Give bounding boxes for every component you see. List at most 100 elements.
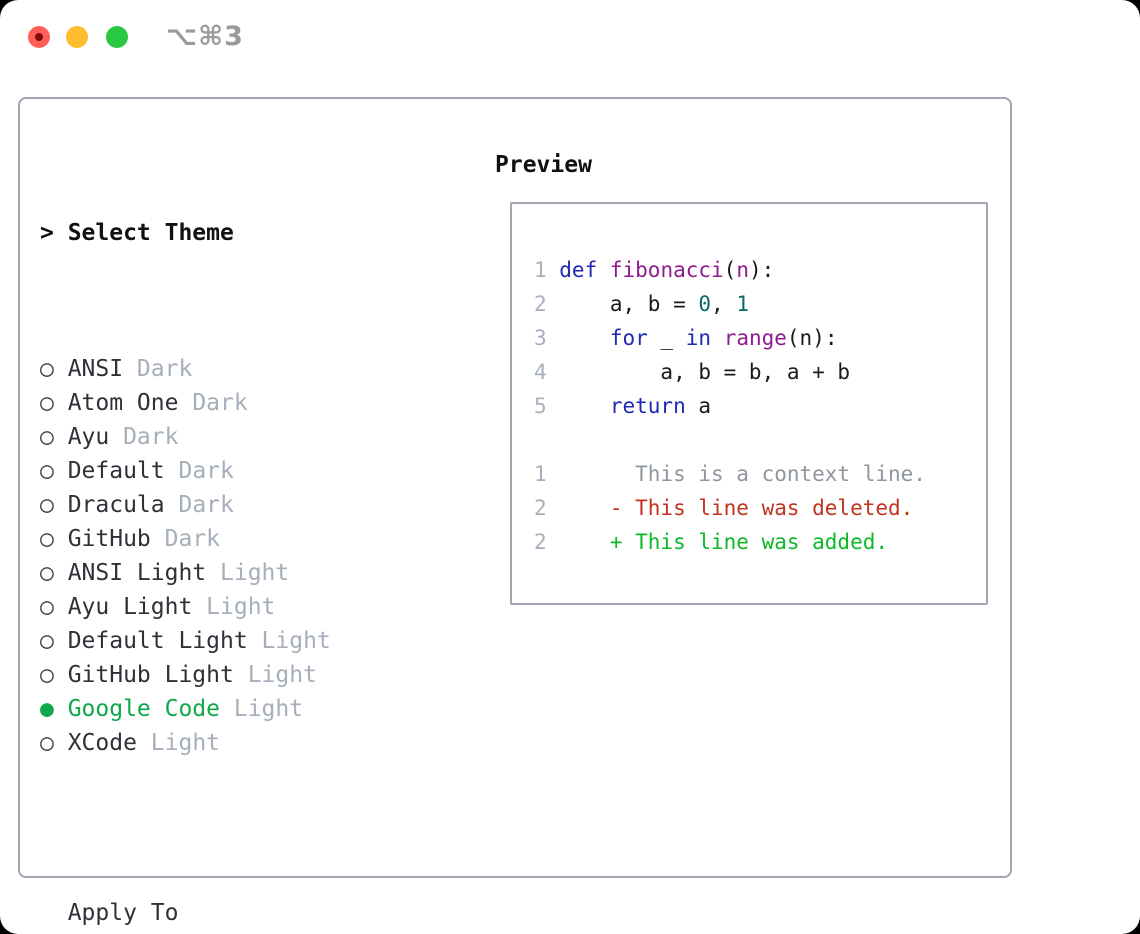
theme-item-label: GitHub: [67, 526, 151, 552]
close-button-icon[interactable]: [28, 26, 50, 48]
theme-variant-label: Light: [206, 594, 276, 620]
theme-item-label: XCode: [67, 730, 137, 756]
radio-icon: ○: [40, 356, 54, 382]
line-number: 3: [534, 326, 547, 350]
line-number: 2: [534, 292, 547, 316]
theme-variant-label: Dark: [192, 390, 248, 416]
select-theme-title: Select Theme: [67, 220, 234, 246]
apply-to-header: Apply To: [40, 896, 428, 930]
theme-variant-label: Light: [247, 662, 317, 688]
code-line: 3 for _ in range(n):: [534, 321, 986, 355]
theme-variant-label: Dark: [178, 458, 234, 484]
code-token: return: [609, 394, 686, 418]
theme-item-label: Dracula: [67, 492, 165, 518]
theme-item-label: Google Code: [67, 696, 221, 722]
radio-icon: ○: [40, 526, 54, 552]
theme-item-default-light[interactable]: ○ Default Light Light: [40, 624, 428, 658]
theme-item-ayu[interactable]: ○ Ayu Dark: [40, 420, 428, 454]
radio-icon: ○: [40, 458, 54, 484]
theme-item-ansi-light[interactable]: ○ ANSI Light Light: [40, 556, 428, 590]
theme-item-github[interactable]: ○ GitHub Dark: [40, 522, 428, 556]
code-line: 5 return a: [534, 389, 986, 423]
minimize-button-icon[interactable]: [66, 26, 88, 48]
theme-variant-label: Light: [261, 628, 331, 654]
code-token: (n):: [786, 326, 838, 350]
code-token: [597, 258, 610, 282]
apply-to-title: Apply To: [67, 900, 179, 926]
code-line: 2 a, b = 0, 1: [534, 287, 986, 321]
theme-item-xcode[interactable]: ○ XCode Light: [40, 726, 428, 760]
radio-icon: ○: [40, 390, 54, 416]
theme-item-label: ANSI: [67, 356, 124, 382]
radio-icon: ○: [40, 730, 54, 756]
window-titlebar: ⌥⌘3: [0, 0, 1140, 70]
code-token: ):: [748, 258, 775, 282]
radio-icon: ○: [40, 424, 54, 450]
code-token: ,: [711, 292, 737, 316]
zoom-button-icon[interactable]: [106, 26, 128, 48]
theme-variant-label: Dark: [178, 492, 234, 518]
code-token: [559, 326, 610, 350]
radio-icon: ○: [40, 492, 54, 518]
theme-variant-label: Light: [150, 730, 221, 756]
code-token: a: [685, 394, 712, 418]
code-token: 0: [698, 292, 712, 316]
code-token: (: [723, 258, 737, 282]
theme-item-label: Default Light: [67, 628, 248, 654]
preview-label: Preview: [495, 152, 592, 178]
code-line: 4 a, b = b, a + b: [534, 355, 986, 389]
code-token: def: [559, 258, 598, 282]
theme-item-label: Default: [67, 458, 165, 484]
line-number: 2: [534, 530, 547, 554]
theme-item-ansi[interactable]: ○ ANSI Dark: [40, 352, 428, 386]
window-title: ⌥⌘3: [166, 21, 244, 52]
theme-variant-label: Dark: [164, 526, 221, 552]
code-token: 1: [736, 292, 749, 316]
theme-item-dracula[interactable]: ○ Dracula Dark: [40, 488, 428, 522]
radio-icon: ○: [40, 560, 54, 586]
theme-item-label: Atom One: [67, 390, 179, 416]
line-number: 4: [534, 360, 547, 384]
code-token: in: [685, 326, 712, 350]
radio-icon: ○: [40, 628, 54, 654]
apply-to-indent: [40, 896, 68, 930]
code-token: [559, 394, 610, 418]
theme-variant-label: Dark: [123, 424, 179, 450]
theme-variant-label: Light: [220, 560, 290, 586]
code-token: a, b =: [559, 292, 699, 316]
code-token: for: [609, 326, 648, 350]
theme-item-google-code[interactable]: ● Google Code Light: [40, 692, 428, 726]
code-line: [534, 423, 986, 457]
theme-item-label: Ayu Light: [67, 594, 193, 620]
theme-item-label: ANSI Light: [67, 560, 207, 586]
code-token: range: [723, 326, 787, 350]
theme-item-label: Ayu: [67, 424, 110, 450]
line-number: 5: [534, 394, 547, 418]
line-number: 1: [534, 462, 547, 486]
theme-item-default[interactable]: ○ Default Dark: [40, 454, 428, 488]
theme-variant-label: Light: [233, 696, 304, 722]
line-number: 2: [534, 496, 547, 520]
prompt-marker-icon: >: [40, 220, 54, 246]
code-line: 2 - This line was deleted.: [534, 491, 986, 525]
theme-variant-label: Dark: [136, 356, 193, 382]
radio-selected-icon: ●: [40, 696, 54, 722]
radio-icon: ○: [40, 662, 54, 688]
theme-item-atom-one[interactable]: ○ Atom One Dark: [40, 386, 428, 420]
select-theme-header: > Select Theme: [40, 216, 428, 250]
code-token: [711, 326, 724, 350]
code-token: a, b = b, a + b: [559, 360, 851, 384]
line-number: 1: [534, 258, 547, 282]
code-token: - This line was deleted.: [559, 496, 914, 520]
code-token: fibonacci: [609, 258, 724, 282]
code-line: 1 This is a context line.: [534, 457, 986, 491]
